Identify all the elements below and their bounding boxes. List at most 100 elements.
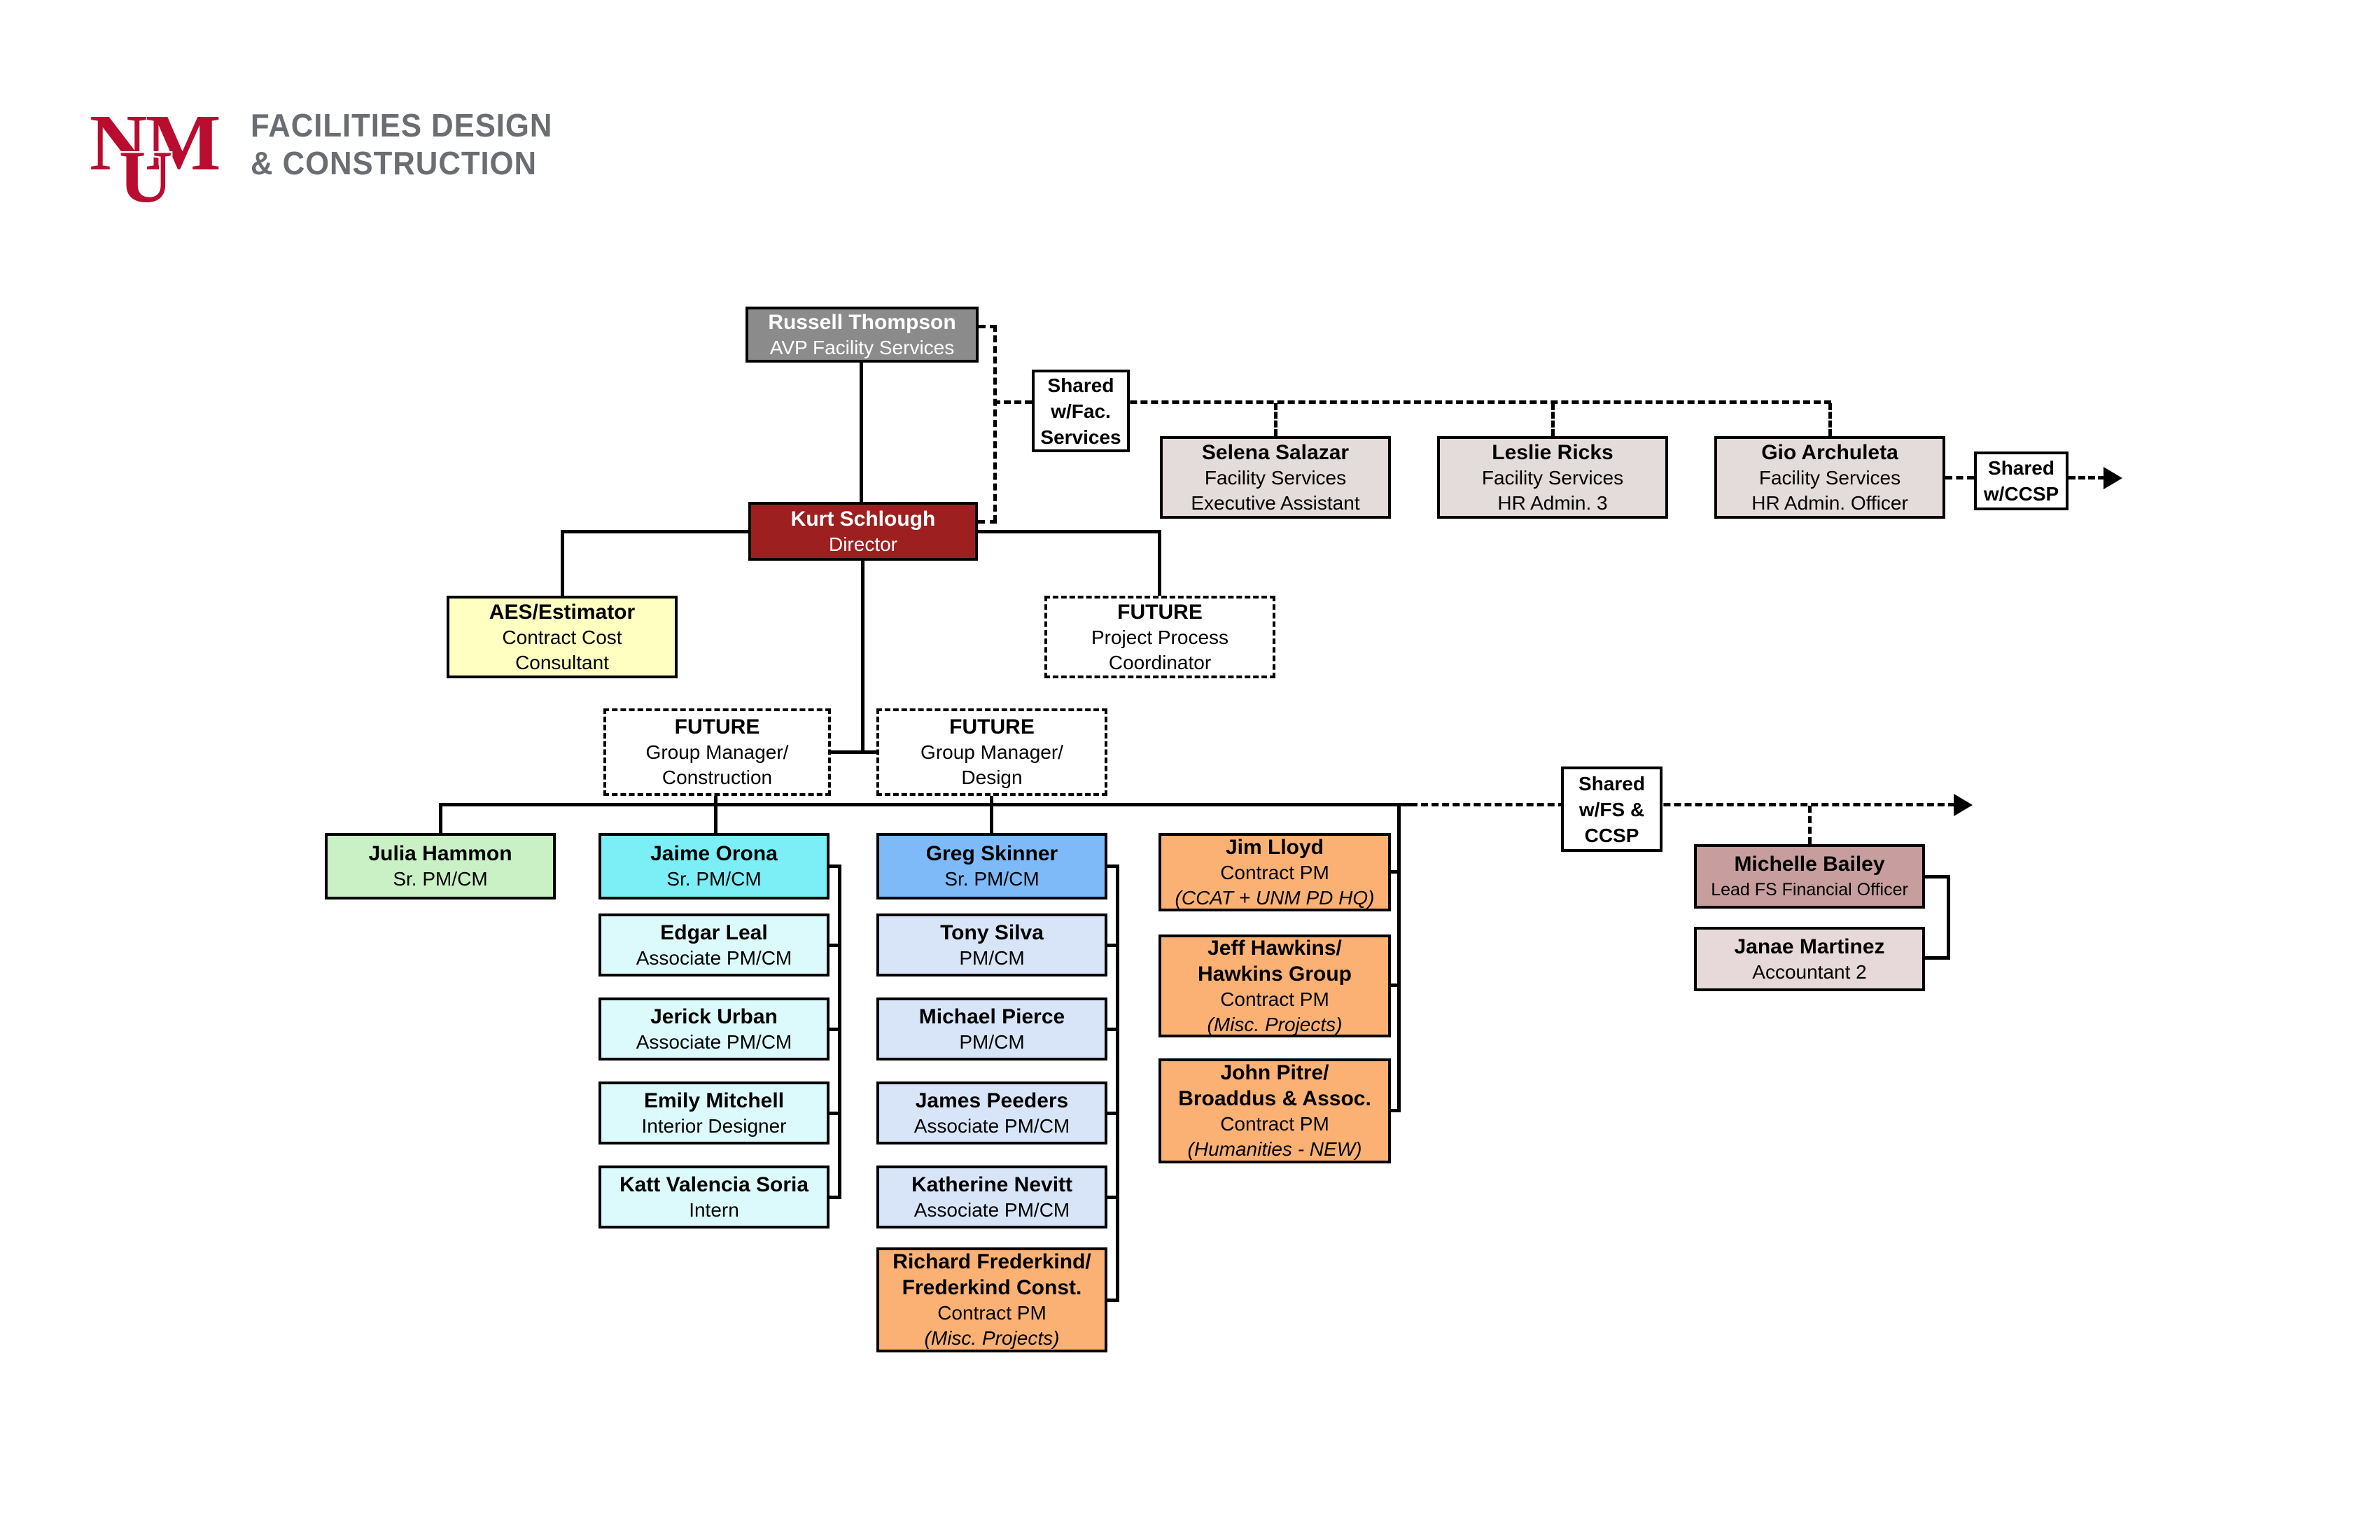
svg-text:M: M — [146, 98, 221, 187]
node-shared-w-ccsp-nm: w/CCSP — [1983, 483, 2059, 505]
node-michael-pierce-nm: Michael Pierce — [918, 1004, 1065, 1028]
arrow-right-ccsp — [2104, 467, 2122, 489]
node-gio-archuleta-nm: Gio Archuleta — [1761, 440, 1898, 464]
node-aes-estimator-nm: AES/Estimator — [489, 600, 636, 624]
node-edgar-leal-nm: Edgar Leal — [660, 920, 768, 944]
node-jim-lloyd-nm: Jim Lloyd — [1225, 835, 1324, 859]
node-john-pitre-nm: John Pitre/ — [1220, 1061, 1329, 1084]
node-janae-martinez-rl: Accountant 2 — [1752, 960, 1867, 983]
connector-tony-stub — [1107, 944, 1119, 947]
node-greg-skinner-rl: Sr. PM/CM — [944, 868, 1040, 890]
dashed-fac-services-line — [993, 400, 1831, 404]
connector-greg-out — [1107, 864, 1119, 868]
node-selena-salazar-rl: Facility Services — [1204, 466, 1347, 489]
connector-michelle-out — [1924, 875, 1950, 878]
connector-jaime-out — [830, 864, 841, 868]
node-john-pitre-nm: Broaddus & Assoc. — [1178, 1087, 1371, 1110]
node-katt-valencia-soria-nm: Katt Valencia Soria — [619, 1172, 809, 1196]
node-katherine-nevitt-rl: Associate PM/CM — [913, 1198, 1070, 1221]
node-richard-frederkind-nm: Frederkind Const. — [902, 1276, 1082, 1299]
node-john-pitre-rl: Contract PM — [1220, 1113, 1329, 1135]
node-jim-lloyd-rl: Contract PM — [1220, 861, 1329, 883]
node-richard-frederkind-nm: Richard Frederkind/ — [892, 1250, 1091, 1273]
node-jeff-hawkins-nm: Hawkins Group — [1197, 962, 1352, 986]
node-leslie-ricks-nm: Leslie Ricks — [1492, 440, 1614, 464]
unm-logo-monogram: N M U — [90, 98, 221, 209]
connector-jim-stub — [1390, 870, 1401, 874]
svg-text:U: U — [119, 136, 173, 209]
node-richard-frederkind: Richard Frederkind/Frederkind Const. Cont… — [876, 1247, 1107, 1352]
node-emily-mitchell-nm: Emily Mitchell — [643, 1088, 785, 1112]
node-future-project-process-coordinator-nm: FUTURE — [1117, 600, 1203, 624]
node-john-pitre: John Pitre/Broaddus & Assoc.Contract PM(… — [1158, 1058, 1391, 1163]
node-richard-frederkind-nt: (Misc. Projects) — [924, 1327, 1060, 1349]
connector-jaime-spine — [838, 864, 841, 1198]
connector-jim-spine — [1397, 803, 1401, 1112]
node-future-project-process-coordinator-rl: Coordinator — [1108, 651, 1212, 673]
node-jeff-hawkins-nm: Jeff Hawkins/ — [1208, 936, 1342, 960]
node-julia-hammon-rl: Sr. PM/CM — [393, 868, 488, 890]
node-kurt-schlough-nm: Kurt Schlough — [790, 507, 936, 531]
connector-john-stub — [1390, 1109, 1401, 1112]
connector-bus — [440, 803, 1410, 806]
node-jaime-orona-rl: Sr. PM/CM — [666, 868, 762, 890]
dashed-selena-drop — [1274, 403, 1278, 436]
node-janae-martinez-nm: Janae Martinez — [1734, 934, 1885, 958]
node-michael-pierce-rl: PM/CM — [959, 1030, 1025, 1053]
node-emily-mitchell-rl: Interior Designer — [641, 1114, 787, 1137]
dashed-gio-ccsp — [1945, 476, 1974, 479]
node-katherine-nevitt-nm: Katherine Nevitt — [911, 1172, 1073, 1196]
node-tony-silva-rl: PM/CM — [959, 946, 1025, 969]
svg-text:N: N — [90, 98, 147, 187]
node-future-group-manager-design-rl: Design — [961, 766, 1023, 788]
node-james-peeders-nm: James Peeders — [915, 1088, 1069, 1112]
connector-future-t — [831, 750, 876, 754]
connector-richard-stub — [1107, 1298, 1119, 1302]
node-shared-w-fac-services-nm: w/Fac. — [1051, 400, 1111, 422]
node-michelle-bailey-nm: Michelle Bailey — [1734, 852, 1885, 876]
node-russell-thompson-rl: AVP Facility Services — [769, 336, 955, 358]
connector-ppc-drop — [1158, 530, 1161, 596]
node-richard-frederkind-rl: Contract PM — [937, 1302, 1046, 1324]
connector-finance-spine — [1947, 875, 1950, 959]
node-future-project-process-coordinator-rl: Project Process — [1091, 626, 1229, 648]
node-michelle-bailey-rl: Lead FS Financial Officer — [1711, 879, 1908, 899]
node-james-peeders-rl: Associate PM/CM — [913, 1114, 1070, 1137]
node-tony-silva-nm: Tony Silva — [940, 920, 1044, 944]
connector-jeff-stub — [1390, 983, 1401, 987]
dashed-ccsp-arrow-line — [2068, 476, 2105, 479]
node-julia-hammon-nm: Julia Hammon — [368, 842, 512, 865]
dashed-russell-elbow — [979, 325, 997, 328]
node-future-group-manager-design-rl: Group Manager/ — [920, 741, 1063, 763]
dashed-gio-drop — [1828, 403, 1832, 436]
connector-katherine-stub — [1107, 1196, 1119, 1199]
node-jeff-hawkins-rl: Contract PM — [1220, 988, 1329, 1010]
node-shared-w-fac-services-nm: Shared — [1047, 374, 1114, 396]
connector-james-stub — [1107, 1112, 1119, 1115]
node-future-group-manager-construction-rl: Group Manager/ — [645, 741, 789, 763]
node-leslie-ricks-rl: HR Admin. 3 — [1497, 491, 1608, 514]
connector-jerick-stub — [830, 1028, 841, 1031]
node-jerick-urban-rl: Associate PM/CM — [636, 1030, 792, 1053]
node-edgar-leal-rl: Associate PM/CM — [636, 946, 792, 969]
